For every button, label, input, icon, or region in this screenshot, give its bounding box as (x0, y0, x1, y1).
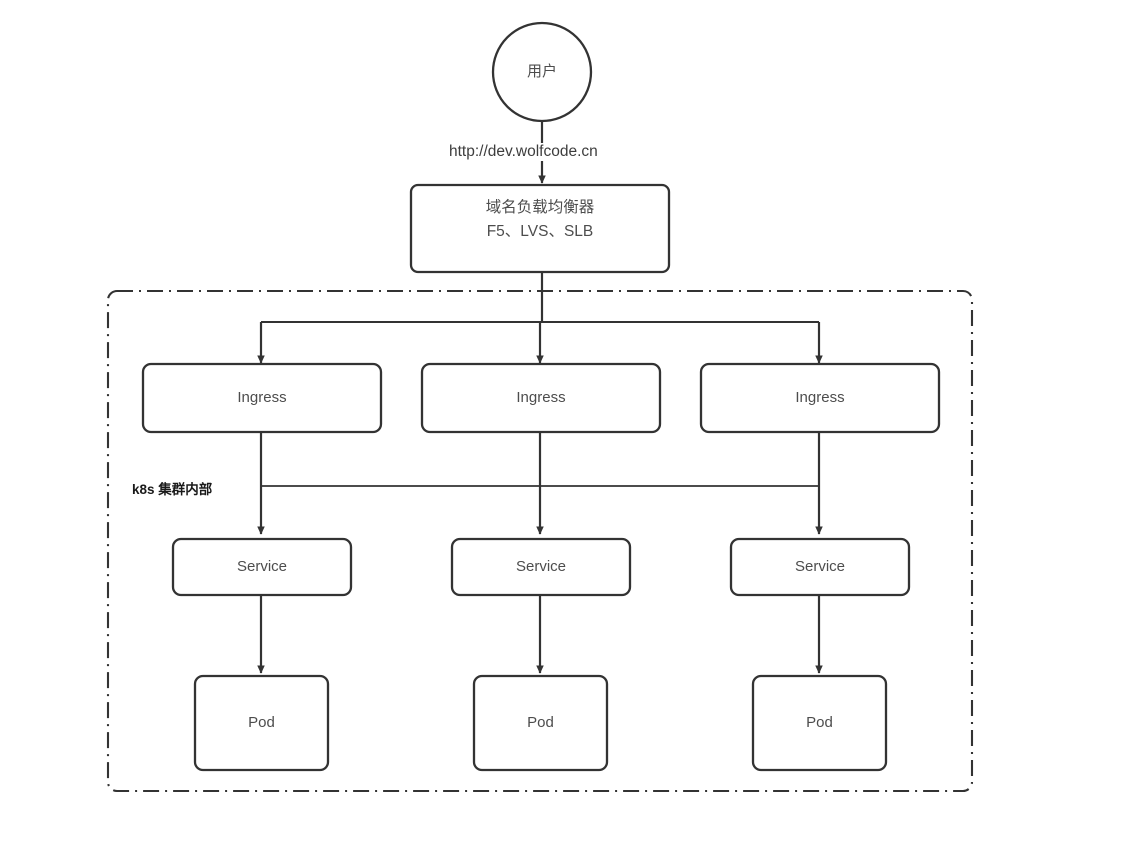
pod-node-shape-3[interactable] (751, 674, 888, 772)
k8s-cluster-boundary (106, 289, 974, 793)
load-balancer-node-shape[interactable] (409, 183, 671, 274)
service-node-shape-3[interactable] (729, 537, 911, 597)
ingress-node-shape-1[interactable] (141, 362, 383, 434)
service-node-shape-2[interactable] (450, 537, 632, 597)
k8s-cluster-label: k8s 集群内部 (130, 478, 215, 498)
request-url-label: http://dev.wolfcode.cn (446, 143, 601, 161)
pod-node-shape-2[interactable] (472, 674, 609, 772)
pod-node-shape-1[interactable] (193, 674, 330, 772)
ingress-node-shape-2[interactable] (420, 362, 662, 434)
ingress-node-shape-3[interactable] (699, 362, 941, 434)
user-node-shape[interactable] (491, 21, 593, 123)
service-node-shape-1[interactable] (171, 537, 353, 597)
